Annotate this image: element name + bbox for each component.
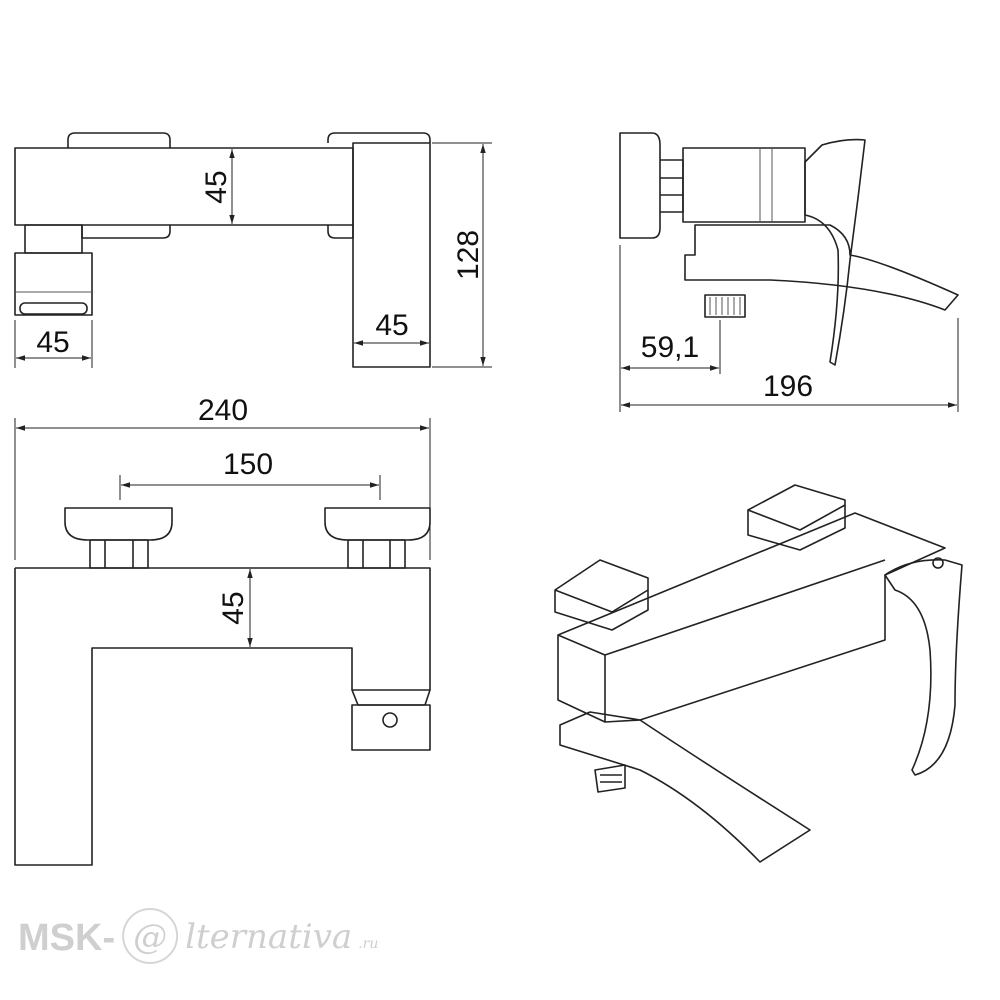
lever-box bbox=[352, 142, 431, 368]
handle-left-top bbox=[67, 132, 171, 148]
spout-outlet bbox=[14, 252, 93, 316]
iso-handle-left bbox=[554, 559, 649, 631]
lever-screw bbox=[382, 712, 398, 728]
hex-nut bbox=[660, 159, 684, 213]
isometric-view bbox=[554, 484, 963, 863]
lever-handle bbox=[804, 138, 866, 366]
dim-front-handle-spacing: 150 bbox=[223, 448, 273, 481]
lever-top bbox=[351, 689, 431, 706]
watermark-at: @ bbox=[133, 917, 167, 957]
spout-neck bbox=[24, 224, 83, 254]
iso-spout bbox=[559, 711, 811, 863]
watermark-name: lternativa bbox=[185, 917, 352, 957]
dim-side-offset: 59,1 bbox=[641, 331, 699, 364]
front-view: 240 150 45 bbox=[14, 394, 431, 866]
iso-body bbox=[557, 512, 946, 723]
handle-right-bottom bbox=[327, 225, 354, 239]
handle-left bbox=[64, 507, 173, 541]
handle-right bbox=[324, 507, 431, 541]
dim-top-right-width: 45 bbox=[375, 309, 408, 342]
thread bbox=[704, 294, 746, 318]
lever-base bbox=[351, 704, 431, 751]
nut-right bbox=[347, 539, 406, 569]
handle-right-top bbox=[327, 132, 431, 143]
dim-top-left-width: 45 bbox=[36, 326, 69, 359]
dim-top-body-height: 45 bbox=[200, 170, 233, 203]
wall-plate bbox=[619, 132, 661, 239]
mixer-body bbox=[682, 147, 806, 223]
iso-handle-right bbox=[747, 484, 846, 551]
side-view: 59,1 196 bbox=[619, 132, 959, 412]
watermark-logo: MSK- @ lternativa .ru bbox=[18, 908, 378, 964]
handle-left-bottom bbox=[81, 225, 171, 239]
iso-thread bbox=[594, 764, 626, 793]
dim-side-total-length: 196 bbox=[763, 370, 813, 403]
dim-front-body-height: 45 bbox=[217, 591, 250, 624]
body bbox=[14, 147, 354, 226]
spout bbox=[684, 224, 959, 311]
watermark-suffix: .ru bbox=[358, 936, 378, 952]
aerator-grill bbox=[19, 302, 88, 315]
watermark-prefix: MSK- bbox=[18, 917, 115, 959]
top-view: 45 128 45 45 bbox=[14, 132, 492, 368]
nut-left bbox=[89, 539, 149, 569]
iso-lever bbox=[884, 558, 963, 776]
dim-top-total-depth: 128 bbox=[452, 230, 485, 280]
dim-front-total-width: 240 bbox=[198, 394, 248, 427]
mixer-body bbox=[14, 567, 431, 866]
